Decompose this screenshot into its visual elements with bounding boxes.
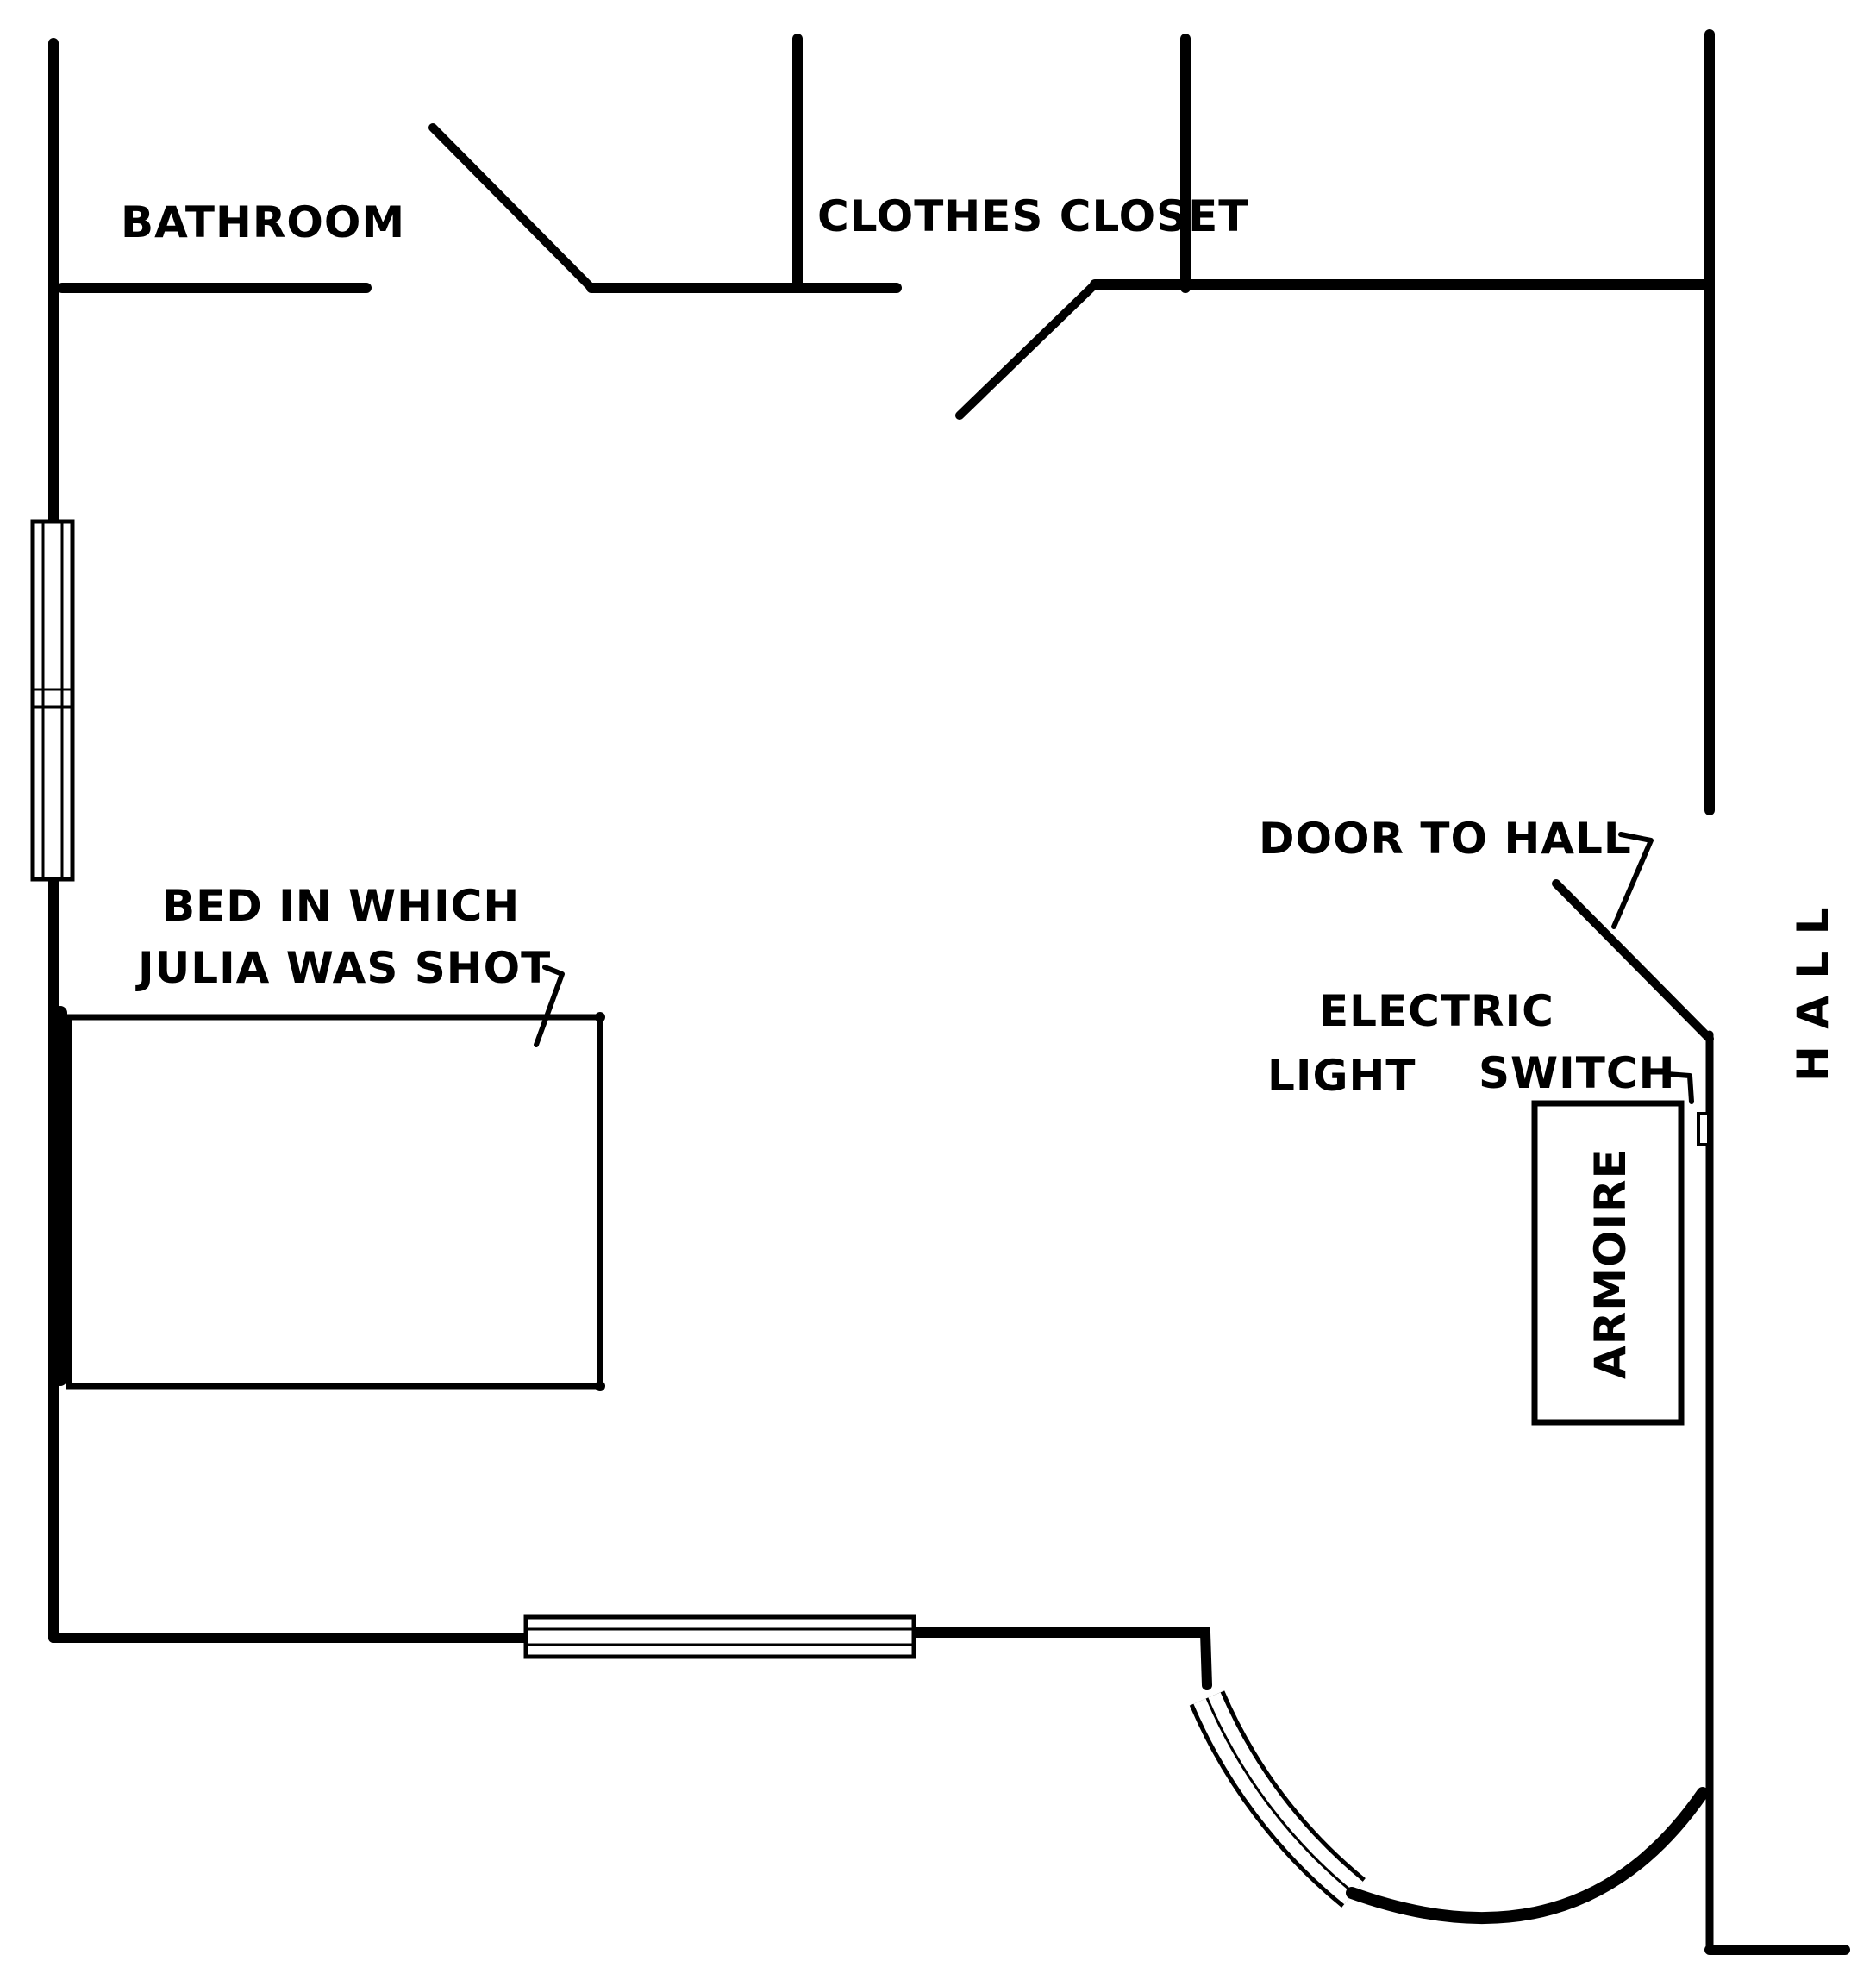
- clothes-closet-label: CLOTHES CLOSET: [817, 191, 1248, 241]
- bottom-wall-right: [907, 1627, 1212, 1690]
- bay-wall-arc: [1346, 1787, 1709, 1925]
- bottom-window: [523, 1614, 916, 1659]
- bathroom-door: [428, 123, 596, 292]
- electric-label: ELECTRIC: [1319, 986, 1554, 1036]
- bed-label-line2: JULIA WAS SHOT: [135, 943, 551, 993]
- door-to-hall-label: DOOR TO HALL: [1259, 814, 1632, 864]
- armoire-label: ARMOIRE: [1585, 1148, 1635, 1379]
- bed: [66, 1014, 603, 1390]
- bathroom-label: BATHROOM: [121, 197, 405, 247]
- light-label: LIGHT: [1267, 1051, 1416, 1101]
- hall-door: [1552, 879, 1714, 1043]
- bed-corner-dot: [595, 1012, 605, 1022]
- bed-corner-dot: [595, 1381, 605, 1391]
- left-window: [30, 519, 75, 882]
- bay-window-mullion: [1205, 1697, 1354, 1895]
- light-switch: [1697, 1112, 1710, 1146]
- hall-label: H A L L: [1788, 907, 1838, 1082]
- switch-label: SWITCH: [1479, 1048, 1675, 1098]
- closet-door: [955, 280, 1099, 420]
- door-leader: [1611, 832, 1654, 929]
- switch-leader: [1665, 1071, 1694, 1104]
- bed-label-line1: BED IN WHICH: [162, 881, 520, 931]
- armoire: [1531, 1100, 1685, 1426]
- bed-leader: [534, 965, 565, 1047]
